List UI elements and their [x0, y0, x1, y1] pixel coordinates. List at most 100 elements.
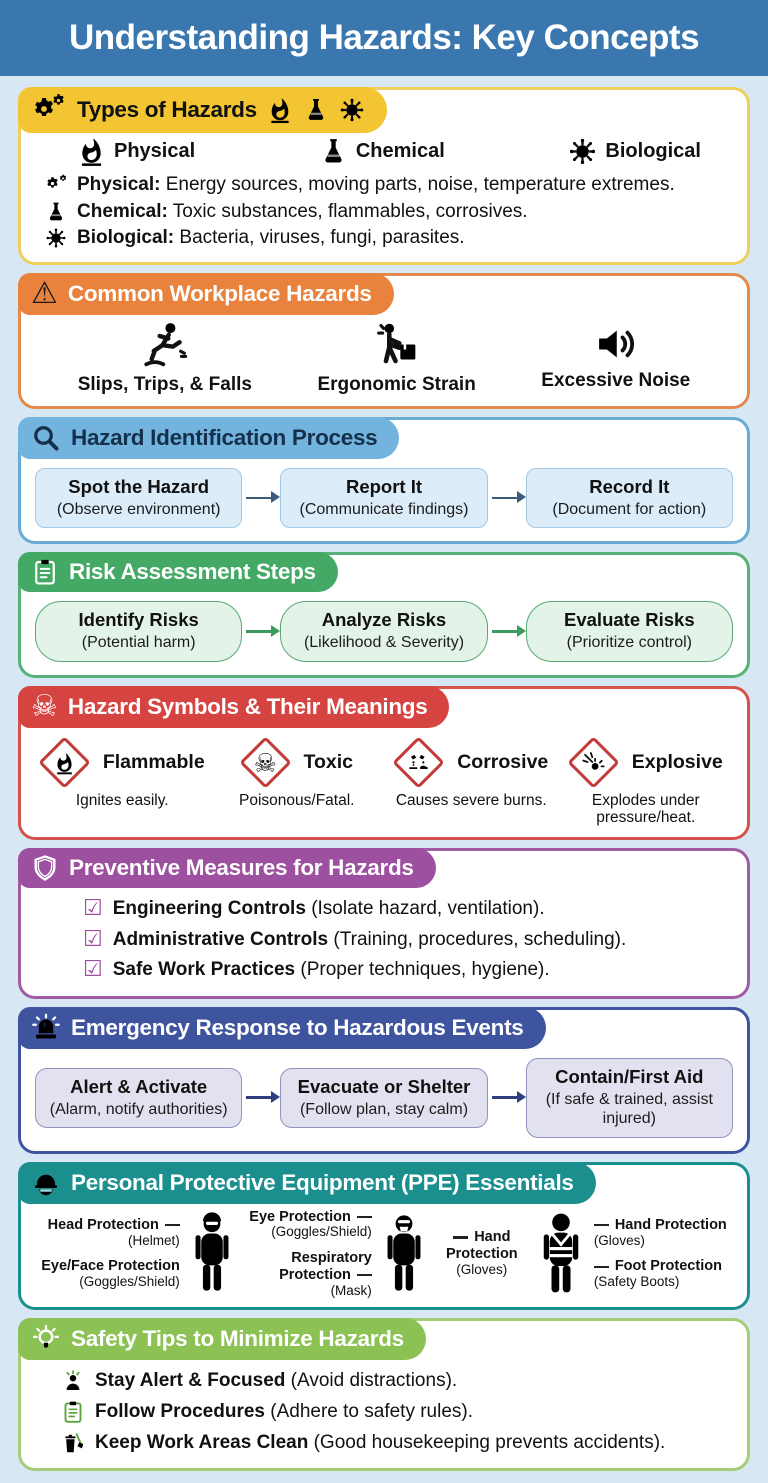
- ppe-label-head: Head Protection (Helmet): [41, 1217, 180, 1249]
- flow-step: Evaluate Risks (Prioritize control): [525, 601, 733, 662]
- section-title: Hazard Symbols & Their Meanings: [67, 693, 428, 719]
- ppe-header-pill: Personal Protective Equipment (PPE) Esse…: [18, 1161, 596, 1204]
- flask-icon: [45, 201, 67, 223]
- list-item: ☑ Safe Work Practices (Proper techniques…: [83, 957, 733, 983]
- flow-step: Alert & Activate (Alarm, notify authorit…: [35, 1067, 243, 1129]
- magnifier-icon: [31, 423, 61, 453]
- ghs-symbol-row: Flammable Ignites easily. ☠ Toxic Poison…: [21, 728, 747, 838]
- description: (Proper techniques, hygiene).: [295, 959, 550, 981]
- section-preventive-measures: Preventive Measures for Hazards ☑ Engine…: [18, 848, 750, 1000]
- flask-icon: [319, 137, 348, 166]
- step-title: Identify Risks: [78, 609, 199, 631]
- speaker-icon: [593, 321, 639, 367]
- label-sub: (Goggles/Shield): [79, 1274, 180, 1290]
- section-title: Personal Protective Equipment (PPE) Esse…: [71, 1169, 574, 1195]
- ppe-labels-right: Hand Protection (Gloves) Foot Protection…: [594, 1217, 727, 1290]
- ppe-labels-mid: Hand Protection (Gloves): [436, 1229, 528, 1277]
- label-title: Eye/Face Protection: [41, 1258, 180, 1275]
- step-subtitle: (Communicate findings): [299, 500, 469, 518]
- gears-icon: [31, 93, 67, 127]
- ppe-label-respiratory: Respiratory Protection (Mask): [244, 1250, 372, 1298]
- section-hazard-identification: Hazard Identification Process Spot the H…: [18, 416, 750, 545]
- risk-header-pill: Risk Assessment Steps: [18, 552, 338, 593]
- section-common-workplace-hazards: ⚠ Common Workplace Hazards Slips, Trips,…: [18, 272, 750, 409]
- step-subtitle: (Document for action): [552, 500, 707, 518]
- label-sub: (Goggles/Shield): [271, 1224, 372, 1240]
- hazard-noise: Excessive Noise: [541, 321, 690, 396]
- term: Follow Procedures: [95, 1400, 265, 1422]
- arrow-right-icon: [491, 624, 526, 637]
- virus-icon: [45, 227, 67, 249]
- worker-mask-icon: [382, 1211, 426, 1295]
- types-header-pill: Types of Hazards: [18, 87, 387, 133]
- step-subtitle: (Potential harm): [81, 634, 196, 652]
- flow-step: Record It (Document for action): [525, 467, 733, 529]
- step-title: Evacuate or Shelter: [297, 1075, 471, 1097]
- description: (Isolate hazard, ventilation).: [305, 898, 545, 920]
- identification-header-pill: Hazard Identification Process: [18, 416, 400, 459]
- flow-step: Spot the Hazard (Observe environment): [35, 467, 243, 529]
- term: Stay Alert & Focused: [95, 1370, 286, 1392]
- content: Types of Hazards Physical Chemical Biolo…: [0, 76, 768, 1483]
- ppe-label-eyeface: Eye/Face Protection (Goggles/Shield): [41, 1258, 180, 1290]
- description: (Adhere to safety rules).: [264, 1400, 474, 1422]
- list-item: Biological: Bacteria, viruses, fungi, pa…: [45, 225, 733, 252]
- type-descriptions: Physical: Energy sources, moving parts, …: [21, 167, 747, 262]
- explosion-icon: [581, 750, 605, 774]
- step-title: Spot the Hazard: [68, 475, 210, 497]
- label-title: Hand Protection: [594, 1217, 727, 1234]
- ghs-explosive-icon: [567, 735, 620, 789]
- list-item: Physical: Energy sources, moving parts, …: [45, 172, 733, 199]
- step-title: Contain/First Aid: [555, 1066, 704, 1088]
- flame-icon: [53, 750, 75, 774]
- step-subtitle: (Observe environment): [56, 500, 221, 518]
- shield-icon: [31, 854, 59, 882]
- section-title: Emergency Response to Hazardous Events: [71, 1015, 524, 1041]
- checkbox-icon: ☑: [83, 925, 103, 951]
- description: (Good housekeeping prevents accidents).: [308, 1431, 666, 1453]
- label-title: Hand Protection: [436, 1229, 528, 1262]
- symbol-label: Flammable: [102, 750, 205, 773]
- section-title: Risk Assessment Steps: [69, 559, 316, 585]
- step-subtitle: (Prioritize control): [566, 634, 692, 652]
- corrosive-icon: [407, 750, 431, 774]
- description: (Training, procedures, scheduling).: [328, 928, 627, 950]
- flow-step: Contain/First Aid (If safe & trained, as…: [525, 1058, 733, 1138]
- type-physical: Physical: [77, 136, 195, 167]
- virus-icon: [568, 137, 597, 166]
- description: Toxic substances, flammables, corrosives…: [167, 200, 528, 222]
- arrow-right-icon: [491, 1091, 526, 1103]
- type-label: Chemical: [355, 140, 445, 162]
- hazard-label: Slips, Trips, & Falls: [77, 373, 252, 395]
- label-title: Eye Protection: [244, 1209, 372, 1226]
- flow-step: Identify Risks (Potential harm): [35, 601, 243, 662]
- type-chemical: Chemical: [319, 136, 445, 167]
- arrow-right-icon: [491, 491, 526, 503]
- list-item: Chemical: Toxic substances, flammables, …: [45, 199, 733, 226]
- step-title: Record It: [589, 475, 670, 497]
- header-band: Understanding Hazards: Key Concepts: [0, 0, 768, 76]
- hardhat-icon: [31, 1168, 61, 1198]
- virus-icon: [339, 97, 365, 123]
- arrow-right-icon: [246, 491, 281, 503]
- section-risk-assessment: Risk Assessment Steps Identify Risks (Po…: [18, 552, 750, 678]
- symbol-description: Ignites easily.: [75, 791, 169, 809]
- term: Safe Work Practices: [112, 959, 296, 981]
- type-label: Physical: [114, 140, 196, 162]
- step-title: Analyze Risks: [321, 609, 447, 631]
- symbol-description: Explodes under pressure/heat.: [591, 791, 700, 827]
- slipping-person-icon: [140, 321, 190, 371]
- ppe-label-eye: Eye Protection (Goggles/Shield): [244, 1209, 372, 1241]
- emergency-header-pill: Emergency Response to Hazardous Events: [18, 1007, 546, 1050]
- flow-step: Analyze Risks (Likelihood & Severity): [280, 601, 488, 662]
- lightbulb-icon: [31, 1324, 61, 1354]
- skull-icon: ☠: [253, 747, 277, 778]
- description: (Avoid distractions).: [285, 1370, 458, 1392]
- step-title: Evaluate Risks: [564, 609, 695, 631]
- symbol-label: Toxic: [303, 750, 353, 773]
- preventive-list: ☑ Engineering Controls (Isolate hazard, …: [21, 888, 747, 996]
- symbol-description: Poisonous/Fatal.: [239, 791, 355, 809]
- section-safety-tips: Safety Tips to Minimize Hazards Stay Ale…: [18, 1318, 750, 1472]
- label-sub: (Safety Boots): [593, 1274, 680, 1290]
- workplace-header-pill: ⚠ Common Workplace Hazards: [18, 272, 394, 315]
